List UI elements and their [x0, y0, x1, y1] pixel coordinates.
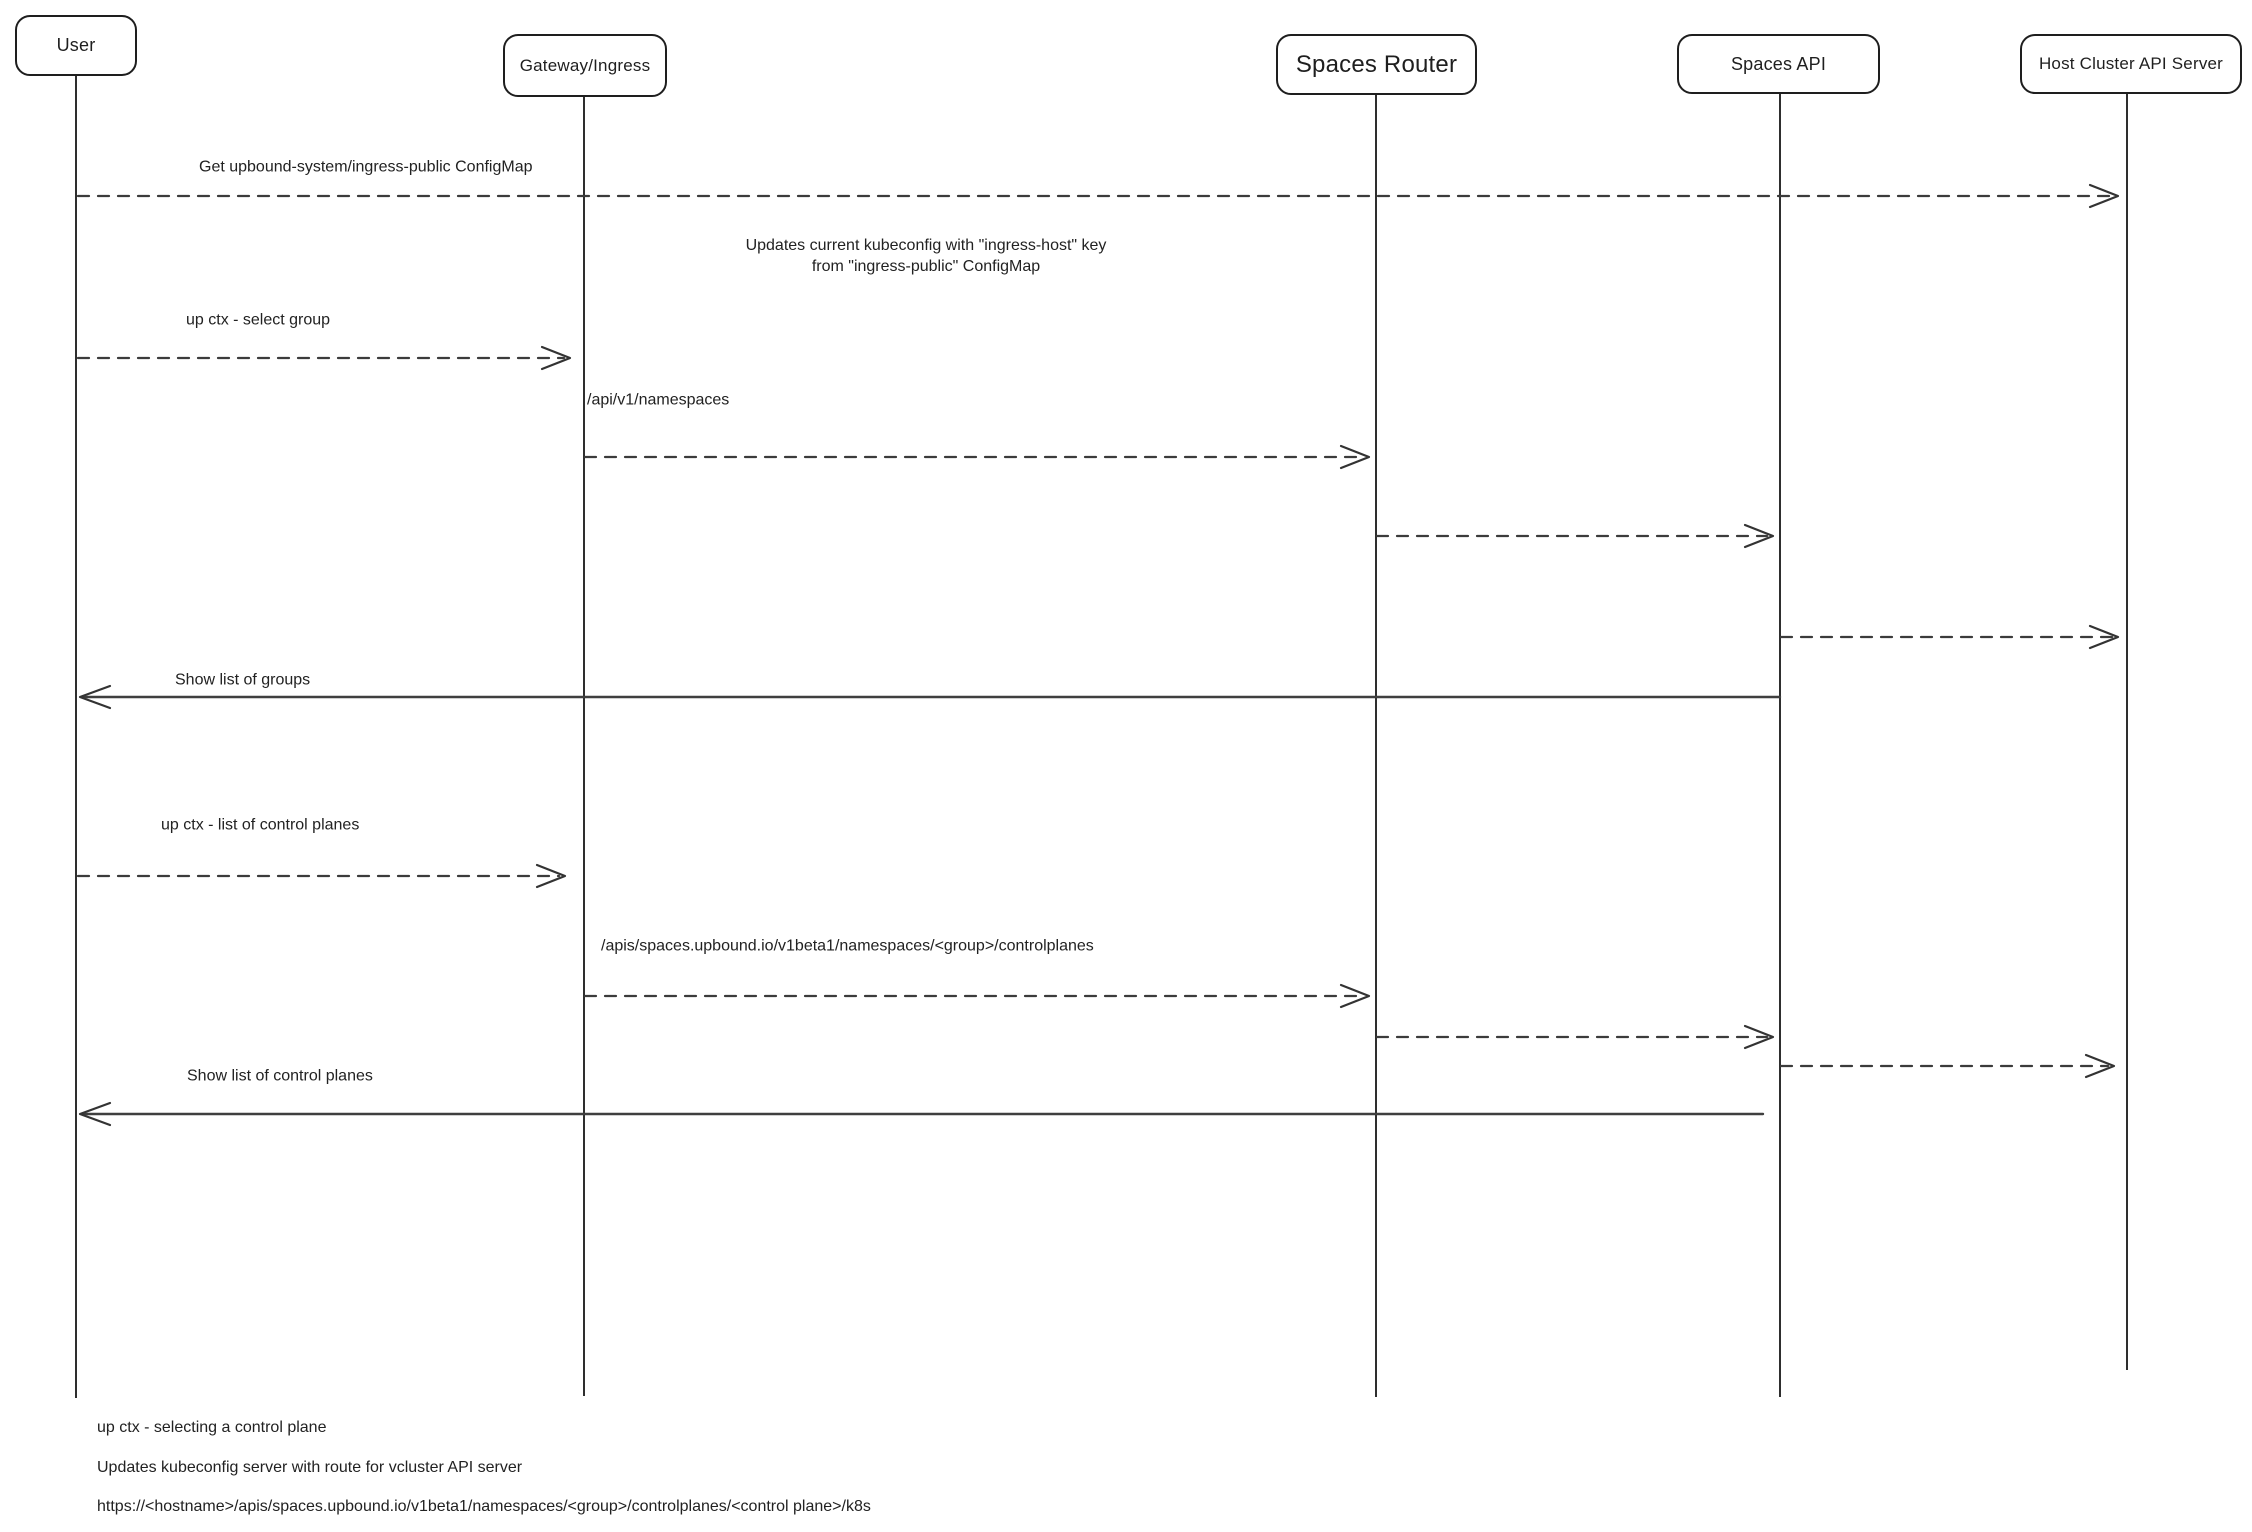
message-label-up-ctx-select-group: up ctx - select group: [186, 311, 331, 329]
message-label-apis-controlplanes: /apis/spaces.upbound.io/v1beta1/namespac…: [601, 937, 1094, 955]
message-label-get-configmap: Get upbound-system/ingress-public Config…: [199, 158, 533, 176]
actor-box-user: User: [15, 15, 137, 76]
message-arrowhead-show-list-of-groups: [78, 684, 112, 710]
actor-label-user: User: [56, 35, 96, 55]
note-updates-kubeconfig-server-line-1: Updates kubeconfig server with route for…: [97, 1458, 523, 1476]
note-kubeconfig-update-line-1: Updates current kubeconfig with "ingress…: [745, 236, 1107, 254]
actor-box-spaces-api: Spaces API: [1677, 34, 1880, 94]
actor-box-gateway-ingress: Gateway/Ingress: [503, 34, 667, 97]
message-arrowhead-show-list-of-control-planes: [78, 1101, 112, 1127]
message-arrowhead-get-configmap: [2088, 183, 2120, 209]
message-arrowhead-api-to-host-1: [2088, 624, 2120, 650]
message-label-up-ctx-list-of-control-planes: up ctx - list of control planes: [161, 816, 360, 834]
actor-label-spaces-api: Spaces API: [1730, 53, 1827, 74]
note-up-ctx-selecting-control-plane-line-1: up ctx - selecting a control plane: [97, 1418, 327, 1436]
actor-label-spaces-router: Spaces Router: [1295, 50, 1458, 78]
actor-label-gateway-ingress: Gateway/Ingress: [519, 55, 651, 75]
message-label-show-list-of-groups: Show list of groups: [175, 671, 311, 689]
message-arrowhead-router-to-api-2: [1743, 1024, 1775, 1050]
message-arrowhead-up-ctx-select-group: [540, 345, 572, 371]
note-kubeconfig-update: Updates current kubeconfig with "ingress…: [746, 235, 1107, 277]
note-vcluster-url: https://<hostname>/apis/spaces.upbound.i…: [97, 1496, 871, 1517]
note-updates-kubeconfig-server: Updates kubeconfig server with route for…: [97, 1457, 522, 1478]
message-label-api-v1-namespaces: /api/v1/namespaces: [587, 391, 730, 409]
message-label-show-list-of-control-planes: Show list of control planes: [187, 1067, 373, 1085]
note-kubeconfig-update-line-2: from "ingress-public" ConfigMap: [811, 257, 1041, 275]
message-arrowhead-router-to-api-1: [1743, 523, 1775, 549]
message-arrowhead-apis-controlplanes: [1339, 983, 1371, 1009]
message-arrowhead-api-v1-namespaces: [1339, 444, 1371, 470]
message-arrowhead-up-ctx-list-of-control-planes: [535, 863, 567, 889]
actor-box-host-cluster-api-server: Host Cluster API Server: [2020, 34, 2242, 94]
note-up-ctx-selecting-control-plane: up ctx - selecting a control plane: [97, 1417, 326, 1438]
note-vcluster-url-line-1: https://<hostname>/apis/spaces.upbound.i…: [97, 1497, 871, 1515]
actor-label-host-cluster-api-server: Host Cluster API Server: [2038, 54, 2224, 73]
actor-box-spaces-router: Spaces Router: [1276, 34, 1477, 95]
message-arrowhead-api-to-host-2: [2084, 1053, 2116, 1079]
